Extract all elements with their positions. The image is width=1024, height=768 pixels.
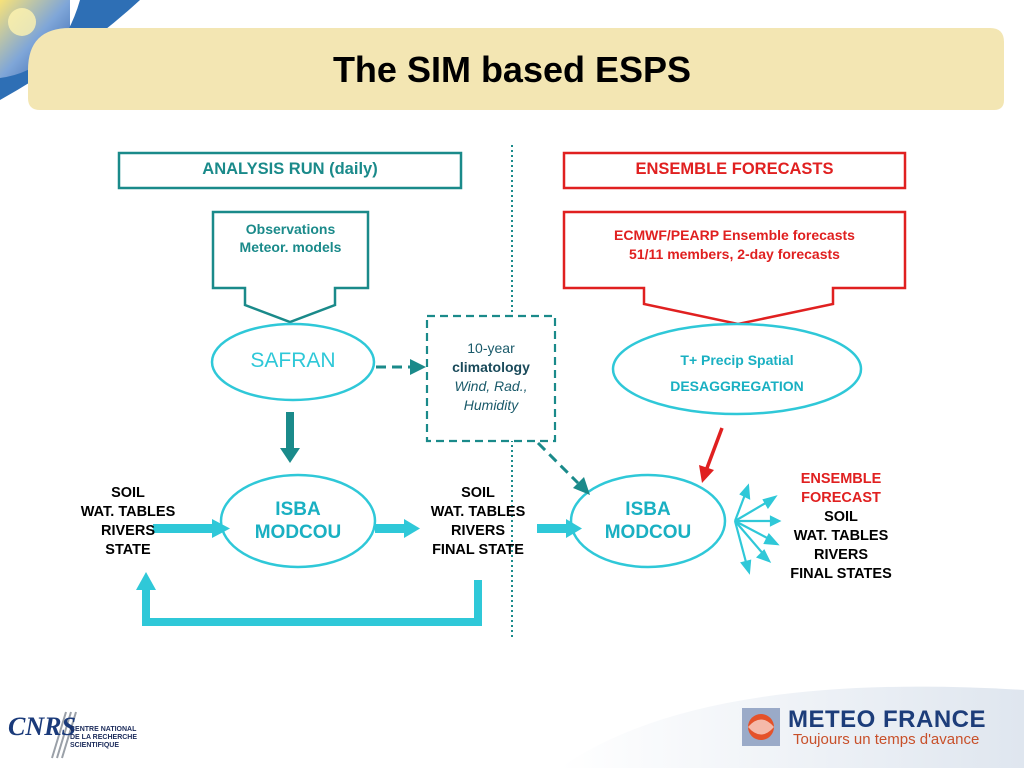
feedback-loop-arrow — [136, 572, 482, 626]
initial-state-to-isba-arrow — [153, 519, 230, 538]
ensemble-source-line-1: ECMWF/PEARP Ensemble forecasts — [614, 227, 855, 243]
final-state-line: RIVERS — [451, 523, 505, 539]
initial-state-label: SOIL WAT. TABLES RIVERS STATE — [68, 484, 188, 560]
ensemble-forecasts-header-box — [562, 151, 907, 190]
ensemble-output-red-line: FORECAST — [801, 490, 881, 506]
final-state-to-isba-arrow — [537, 519, 582, 538]
desaggregation-to-isba-arrow — [699, 427, 724, 483]
desaggregation-label: T+ Precip Spatial DESAGGREGATION — [613, 347, 861, 399]
safran-node — [210, 322, 376, 402]
title-band — [28, 28, 1004, 110]
final-state-line: FINAL STATE — [432, 542, 524, 558]
observations-line-2: Meteor. models — [239, 239, 342, 255]
safran-to-climatology-arrow — [376, 359, 426, 375]
isba-ensemble-label: ISBA MODCOU — [571, 498, 725, 544]
cnrs-mark: CNRS — [8, 712, 76, 741]
cnrs-logo-text: CENTRE NATIONAL DE LA RECHERCHE SCIENTIF… — [70, 726, 137, 750]
isba-analysis-label: ISBA MODCOU — [221, 498, 375, 544]
meteo-france-logo — [742, 708, 780, 746]
isba-modcou-ensemble-node — [569, 473, 727, 569]
meteo-france-tagline: Toujours un temps d'avance — [793, 731, 980, 748]
cnrs-text-line: SCIENTIFIQUE — [70, 742, 120, 749]
climatology-line-2: climatology — [452, 359, 530, 375]
analysis-run-header-box — [117, 151, 463, 190]
isba-to-final-state-arrow — [375, 519, 420, 538]
climatology-to-isba-arrow — [536, 441, 590, 495]
safran-to-isba-arrow — [280, 412, 300, 463]
ensemble-output-line: FINAL STATES — [790, 566, 892, 582]
ensemble-output-line: WAT. TABLES — [793, 528, 889, 544]
ensemble-output-line: SOIL — [824, 509, 858, 525]
ensemble-fan-arrows — [733, 483, 782, 575]
desaggregation-line-1: T+ Precip Spatial — [680, 352, 794, 368]
ensemble-source-line-2: 51/11 members, 2-day forecasts — [629, 246, 840, 262]
bottom-swoosh — [560, 686, 1024, 768]
final-state-line: SOIL — [461, 485, 495, 501]
climatology-box — [425, 314, 557, 443]
initial-state-line: WAT. TABLES — [80, 504, 176, 520]
analysis-run-header: ANALYSIS RUN (daily) — [202, 160, 378, 178]
ensemble-output-red-line: ENSEMBLE — [800, 471, 882, 487]
meteo-france-name: METEO FRANCE — [788, 706, 986, 733]
cnrs-text-line: DE LA RECHERCHE — [70, 734, 138, 741]
final-state-label: SOIL WAT. TABLES RIVERS FINAL STATE — [418, 484, 538, 560]
ensemble-forecasts-header: ENSEMBLE FORECASTS — [635, 160, 834, 178]
final-state-line: WAT. TABLES — [430, 504, 526, 520]
ensemble-output-label: ENSEMBLE FORECAST SOIL WAT. TABLES RIVER… — [776, 470, 906, 584]
climatology-label: 10-year climatology Wind, Rad., Humidity — [427, 339, 555, 415]
desaggregation-line-2: DESAGGREGATION — [670, 378, 804, 394]
page-title: The SIM based ESPS — [332, 49, 692, 90]
cnrs-logo: CNRS — [8, 711, 77, 759]
ensemble-source-label: ECMWF/PEARP Ensemble forecasts 51/11 mem… — [564, 226, 905, 264]
climatology-line-1: 10-year — [467, 340, 515, 356]
isba-ensemble-line-2: MODCOU — [604, 522, 692, 543]
climatology-line-4: Humidity — [463, 397, 519, 413]
initial-state-line: RIVERS — [101, 523, 155, 539]
ensemble-output-line: RIVERS — [814, 547, 868, 563]
observations-callout — [211, 210, 370, 324]
desaggregation-node — [611, 322, 863, 416]
isba-analysis-line-2: MODCOU — [254, 522, 342, 543]
observations-label: Observations Meteor. models — [213, 220, 368, 256]
safran-label: SAFRAN — [250, 349, 336, 372]
climatology-line-3: Wind, Rad., — [454, 378, 528, 394]
isba-modcou-analysis-node — [219, 473, 377, 569]
cnrs-text-line: CENTRE NATIONAL — [70, 726, 137, 733]
initial-state-line: SOIL — [111, 485, 145, 501]
isba-analysis-line-1: ISBA — [275, 499, 321, 520]
observations-line-1: Observations — [245, 221, 336, 237]
ensemble-source-callout — [562, 210, 907, 326]
initial-state-line: STATE — [105, 542, 151, 558]
isba-ensemble-line-1: ISBA — [625, 499, 671, 520]
